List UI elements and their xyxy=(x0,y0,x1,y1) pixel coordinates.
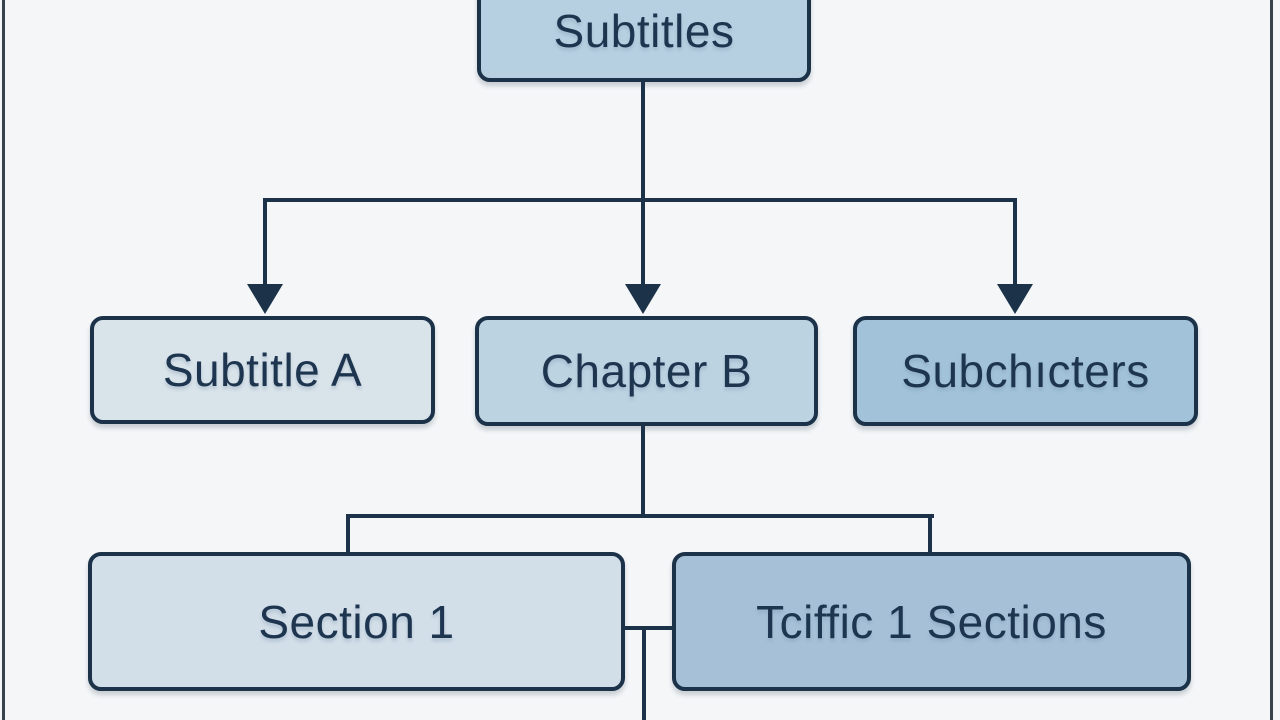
node-subtitle-a: Subtitle A xyxy=(90,316,435,424)
node-label-subtitles: Subtitles xyxy=(553,5,735,57)
node-tciffic-1-sections: Tciffic 1 Sections xyxy=(672,552,1191,691)
frame-line-right xyxy=(1270,0,1273,720)
frame-line-left xyxy=(2,0,5,720)
connector-root-down xyxy=(641,82,645,202)
node-chapter-b: Chapter B xyxy=(475,316,818,426)
node-label-subchicters: Subchıcters xyxy=(901,345,1150,397)
arrowhead-down-icon xyxy=(247,284,283,314)
node-section-1: Section 1 xyxy=(88,552,625,691)
node-label-chapter-b: Chapter B xyxy=(540,345,753,397)
arrowhead-down-icon xyxy=(625,284,661,314)
connector-chapter-b-down xyxy=(641,425,645,518)
node-label-subtitle-a: Subtitle A xyxy=(162,344,363,396)
connector-branch-horizontal xyxy=(263,198,1017,202)
connector-drop-tciffic xyxy=(928,514,932,554)
connector-sibling-horizontal xyxy=(625,626,672,630)
connector-drop-right xyxy=(1013,198,1017,286)
connector-drop-left xyxy=(263,198,267,286)
connector-drop-section-1 xyxy=(346,514,350,554)
connector-bottom-down xyxy=(642,628,646,720)
node-label-tciffic-1-sections: Tciffic 1 Sections xyxy=(756,595,1107,648)
node-subtitles: Subtitles xyxy=(477,0,811,82)
connector-drop-center xyxy=(641,198,645,286)
node-label-section-1: Section 1 xyxy=(258,595,455,648)
arrowhead-down-icon xyxy=(997,284,1033,314)
node-subchicters: Subchıcters xyxy=(853,316,1198,426)
connector-branch-horizontal-low xyxy=(346,514,934,518)
